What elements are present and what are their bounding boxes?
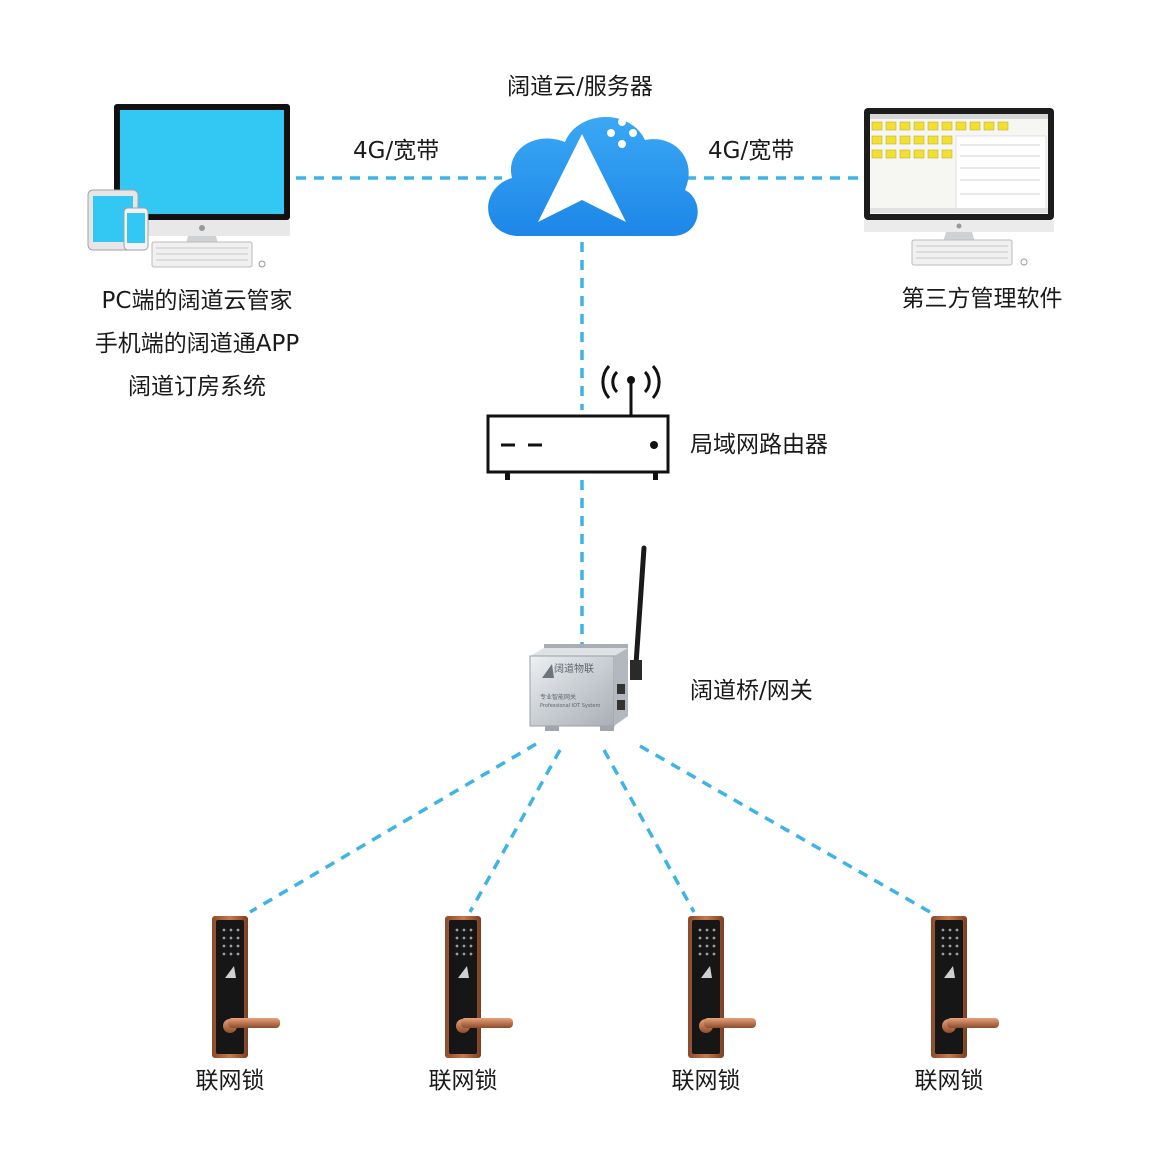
- lock-3-label: 联网锁: [671, 1068, 741, 1094]
- cloud-label: 阔道云/服务器: [507, 74, 653, 100]
- phone-icon: [123, 207, 149, 251]
- cloud-server-icon: [488, 116, 698, 236]
- gateway-icon: [529, 545, 647, 731]
- connection-lines: [249, 176, 931, 914]
- link-gateway-lock2: [468, 749, 562, 913]
- lock-2-label: 联网锁: [428, 1068, 498, 1094]
- pc-caption-line-2: 手机端的阔道通APP: [94, 331, 300, 357]
- router-icon: [486, 365, 670, 480]
- link-right-label: 4G/宽带: [708, 138, 795, 164]
- thirdparty-monitor-icon: [864, 108, 1054, 266]
- pc-monitor-icon: [114, 104, 290, 268]
- pc-caption: PC端的阔道云管家 手机端的阔道通APP 阔道订房系统: [62, 280, 332, 409]
- link-left-label: 4G/宽带: [353, 138, 440, 164]
- gateway-brand-text: 阔道物联: [554, 664, 594, 675]
- lock-4-icon: [931, 916, 999, 1058]
- link-gateway-lock3: [602, 749, 696, 913]
- pc-caption-line-3: 阔道订房系统: [128, 374, 266, 400]
- arrow-logo-icon: [538, 134, 626, 222]
- link-gateway-lock4: [639, 744, 931, 914]
- lock-1-icon: [212, 916, 280, 1058]
- lock-3-icon: [688, 916, 756, 1058]
- router-label: 局域网路由器: [690, 432, 828, 458]
- thirdparty-label: 第三方管理软件: [901, 286, 1063, 312]
- gateway-label: 阔道桥/网关: [690, 678, 813, 704]
- gateway-subtitle-text: 专业智能网关: [540, 694, 577, 701]
- lock-4-label: 联网锁: [914, 1068, 984, 1094]
- link-gateway-lock1: [249, 742, 537, 914]
- lock-2-icon: [445, 916, 513, 1058]
- lock-1-label: 联网锁: [195, 1068, 265, 1094]
- pc-caption-line-1: PC端的阔道云管家: [101, 288, 293, 314]
- gateway-subtitle-en-text: Professional IOT System: [540, 703, 601, 709]
